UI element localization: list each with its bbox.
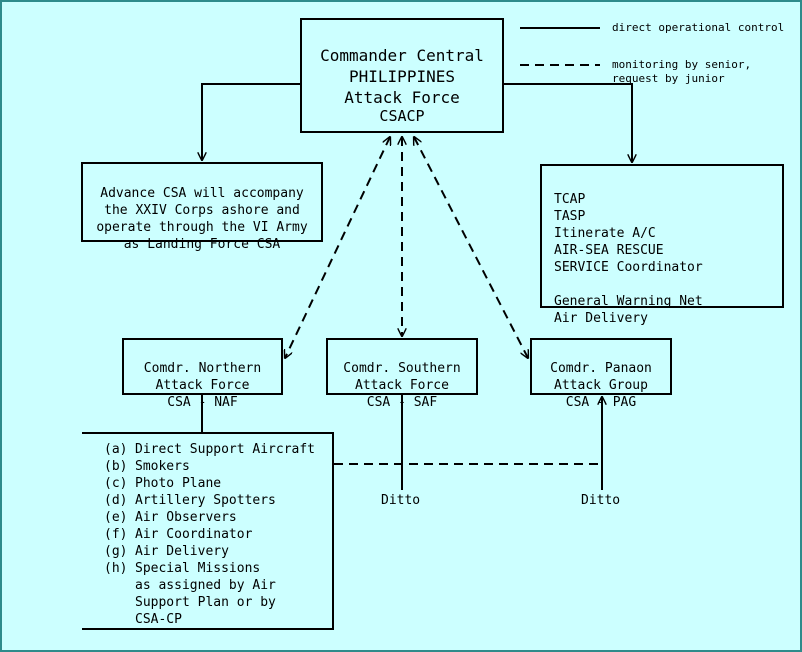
task-text: Photo Plane: [135, 476, 222, 491]
legend-dashed-label: monitoring by senior, request by junior: [612, 58, 752, 85]
line-commander-to-services: [504, 83, 632, 162]
task-text: Artillery Spotters: [135, 493, 276, 508]
task-letter: (e): [104, 510, 128, 525]
task-text: Air Coordinator: [135, 527, 253, 542]
task-item: (d) Artillery Spotters: [104, 492, 332, 509]
advance-csa-box: Advance CSA will accompany the XXIV Corp…: [81, 162, 323, 252]
ditto-pag-label: Ditto: [581, 493, 621, 508]
task-letter: (g): [104, 544, 128, 559]
task-text: Smokers: [135, 459, 190, 474]
commander-code: CSACP: [379, 107, 425, 125]
task-item: (h) Special Missions as assigned by Air S…: [104, 560, 332, 628]
task-item: (f) Air Coordinator: [104, 526, 332, 543]
task-text: Air Observers: [135, 510, 237, 525]
task-item: (c) Photo Plane: [104, 475, 332, 492]
task-text: Special Missions as assigned by Air Supp…: [135, 561, 276, 627]
commander-box: Commander Central PHILIPPINES Attack For…: [300, 18, 504, 133]
task-letter: (h): [104, 561, 128, 576]
task-text: Direct Support Aircraft: [135, 442, 316, 457]
line-commander-to-advance: [202, 83, 300, 160]
tasks-list: (a) Direct Support Aircraft (b) Smokers (c…: [82, 432, 334, 630]
ditto-saf-label: Ditto: [381, 493, 421, 508]
task-text: Air Delivery: [135, 544, 229, 559]
naf-text: Comdr. Northern Attack Force CSA - NAF: [143, 361, 262, 410]
dashed-commander-naf: [285, 137, 390, 358]
task-letter: (c): [104, 476, 128, 491]
naf-box: Comdr. Northern Attack Force CSA - NAF: [122, 338, 283, 410]
advance-csa-text: Advance CSA will accompany the XXIV Corp…: [96, 186, 308, 252]
task-letter: (a): [104, 442, 128, 457]
task-item: (g) Air Delivery: [104, 543, 332, 560]
task-item: (e) Air Observers: [104, 509, 332, 526]
task-letter: (b): [104, 459, 128, 474]
commander-title: Commander Central PHILIPPINES Attack For…: [320, 46, 484, 107]
pag-text: Comdr. Panaon Attack Group CSA - PAG: [550, 361, 652, 410]
dashed-commander-pag: [414, 137, 528, 358]
task-item: (a) Direct Support Aircraft: [104, 441, 332, 458]
services-text: TCAP TASP Itinerate A/C AIR-SEA RESCUE S…: [554, 192, 703, 326]
saf-box: Comdr. Southern Attack Force CSA - SAF: [326, 338, 478, 410]
task-item: (b) Smokers: [104, 458, 332, 475]
legend-solid-label: direct operational control: [612, 21, 785, 34]
task-letter: (f): [104, 527, 128, 542]
services-box: TCAP TASP Itinerate A/C AIR-SEA RESCUE S…: [540, 164, 784, 326]
saf-text: Comdr. Southern Attack Force CSA - SAF: [343, 361, 461, 410]
task-letter: (d): [104, 493, 128, 508]
pag-box: Comdr. Panaon Attack Group CSA - PAG: [530, 338, 672, 410]
